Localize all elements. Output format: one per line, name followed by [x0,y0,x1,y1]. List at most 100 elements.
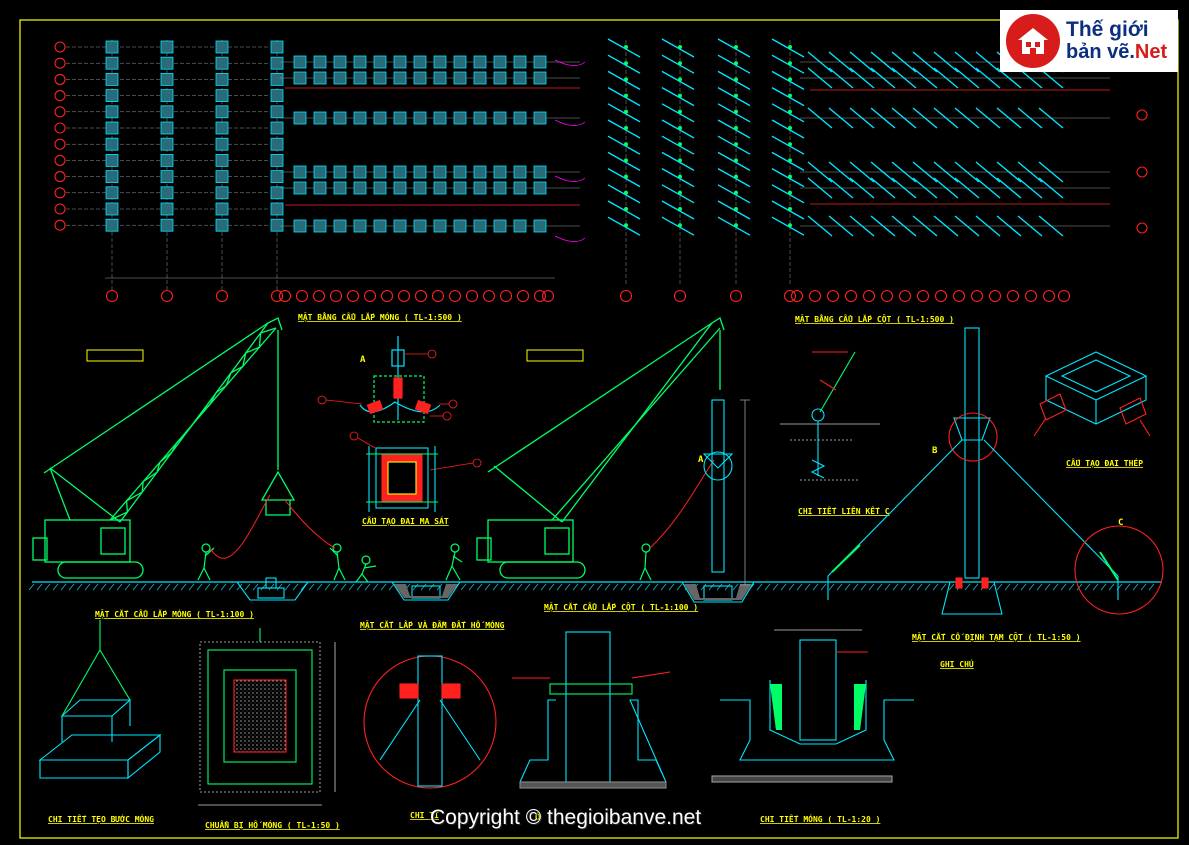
grid-bubble [380,289,394,303]
column-member [996,215,1022,237]
column-member [996,161,1022,183]
tag-c: C [1118,518,1123,528]
column-member [717,216,751,236]
grid-bubble [916,289,930,303]
hatch-stroke [1076,583,1083,591]
column-member [661,70,695,91]
grid-bubble [54,73,66,85]
hatch-stroke [940,583,947,591]
footing [215,105,229,119]
column-member [717,70,751,91]
footing [160,170,174,184]
column-member [607,167,641,188]
footing [313,55,327,69]
column-member [607,38,641,58]
hatch-stroke [36,583,43,591]
footing [493,55,507,69]
column-member [849,107,875,129]
footing [270,121,284,135]
hatch-stroke [292,583,299,591]
hatch-stroke [356,583,363,591]
title-box-right [526,349,584,362]
column-node [678,158,682,163]
hatch-stroke [804,583,811,591]
footing [413,111,427,125]
column-member [912,161,938,183]
column-node [678,190,682,195]
hatch-stroke [124,583,131,591]
footing [433,71,447,85]
footing [413,219,427,233]
footing [215,137,229,151]
column-member [607,103,641,123]
footing [160,153,174,167]
column-node [624,126,628,130]
footing [333,71,347,85]
column-member [912,51,938,73]
corner-clamp-detail [363,655,497,789]
column-member [717,86,751,107]
house-icon [1006,14,1060,68]
hatch-stroke [1132,583,1139,591]
column-member [849,161,875,183]
column-member [661,119,695,139]
hatch-stroke [844,583,851,591]
grid-bubble [215,289,229,303]
footing [215,186,229,200]
column-node [788,174,792,179]
logo-line-1: Thế giới [1066,18,1149,41]
footing [270,153,284,167]
column-member [1038,177,1064,199]
column-member [954,177,980,199]
footing [353,111,367,125]
footing [513,165,527,179]
column-node [788,61,792,66]
footing [513,181,527,195]
hatch-stroke [620,583,627,591]
column-member [849,177,875,199]
footing [215,170,229,184]
hatch-stroke [852,583,859,591]
column-member [996,107,1022,129]
footing [333,219,347,233]
column-member [771,216,805,236]
column-node [788,109,792,114]
column-member [870,67,896,89]
footing [473,111,487,125]
pit-fill [394,584,752,600]
column-node [788,190,792,195]
footing [513,111,527,125]
footing [105,218,119,232]
hatch-stroke [260,583,267,591]
footing [293,55,307,69]
column-member [1038,107,1064,129]
column-member [954,215,980,237]
column-node [624,45,628,49]
grid-bubble [790,289,804,303]
site-logo[interactable]: Thế giới bản vẽ.Net [1000,10,1178,72]
column-member [607,70,641,91]
column-member [849,51,875,73]
column-node [678,77,682,82]
footing [270,56,284,70]
footing [493,71,507,85]
footing [353,71,367,85]
column-member [717,103,751,123]
hatch-stroke [180,583,187,591]
column-member [717,119,751,139]
column-member [1017,215,1043,237]
column-member [717,54,751,74]
hatch-stroke [1012,583,1019,591]
footing [373,55,387,69]
column-node [624,142,628,147]
footing [413,181,427,195]
hatch-stroke [580,583,587,591]
column-member [661,167,695,188]
hatch-stroke [132,583,139,591]
column-node [678,174,682,179]
column-member [870,215,896,237]
hatch-stroke [228,583,235,591]
footing [270,73,284,86]
hatch-stroke [1036,583,1043,591]
footing [105,137,119,151]
